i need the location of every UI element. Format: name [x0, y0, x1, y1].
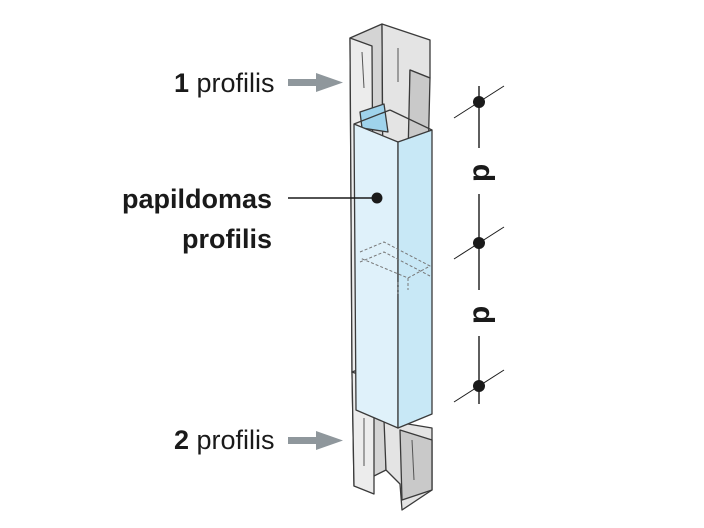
profile-1-number: 1: [174, 68, 190, 98]
spacing-dimension: [453, 85, 505, 404]
profile-1-text: profilis: [189, 68, 275, 98]
spacing-point-1: [473, 96, 485, 108]
spacing-label-lower: p: [463, 305, 496, 325]
profile-2-number: 2: [174, 425, 190, 455]
profile-2-label: 2 profilis: [174, 427, 275, 454]
reinforcing-profile-label-line2: profilis: [181, 224, 272, 254]
stud-bottom-slot-2: [411, 439, 415, 481]
stud-top-slot: [361, 51, 365, 89]
sleeve-inner-opening: [359, 103, 389, 133]
sleeve-side-face: [397, 129, 433, 429]
spacing-point-2: [473, 237, 485, 249]
arrow-profile-1: [288, 73, 343, 92]
hidden-joint-dashed: [359, 241, 431, 294]
spacing-label-upper: p: [463, 163, 496, 183]
spacing-point-3: [473, 380, 485, 392]
leader-reinforcing-profile: [288, 192, 383, 204]
sleeve-front-face: [353, 123, 399, 429]
arrow-profile-2: [288, 431, 343, 450]
reinforcing-profile-sleeve: [353, 103, 433, 429]
sleeve-edge-2: [389, 109, 433, 131]
profile-1-label: 1 profilis: [174, 70, 275, 97]
profile-2-text: profilis: [189, 425, 275, 455]
reinforcing-profile-label-line1: papildomas: [121, 184, 272, 214]
stud-bottom-lip: [399, 429, 433, 501]
leader-dot: [371, 192, 383, 204]
sleeve-edge: [353, 109, 391, 125]
